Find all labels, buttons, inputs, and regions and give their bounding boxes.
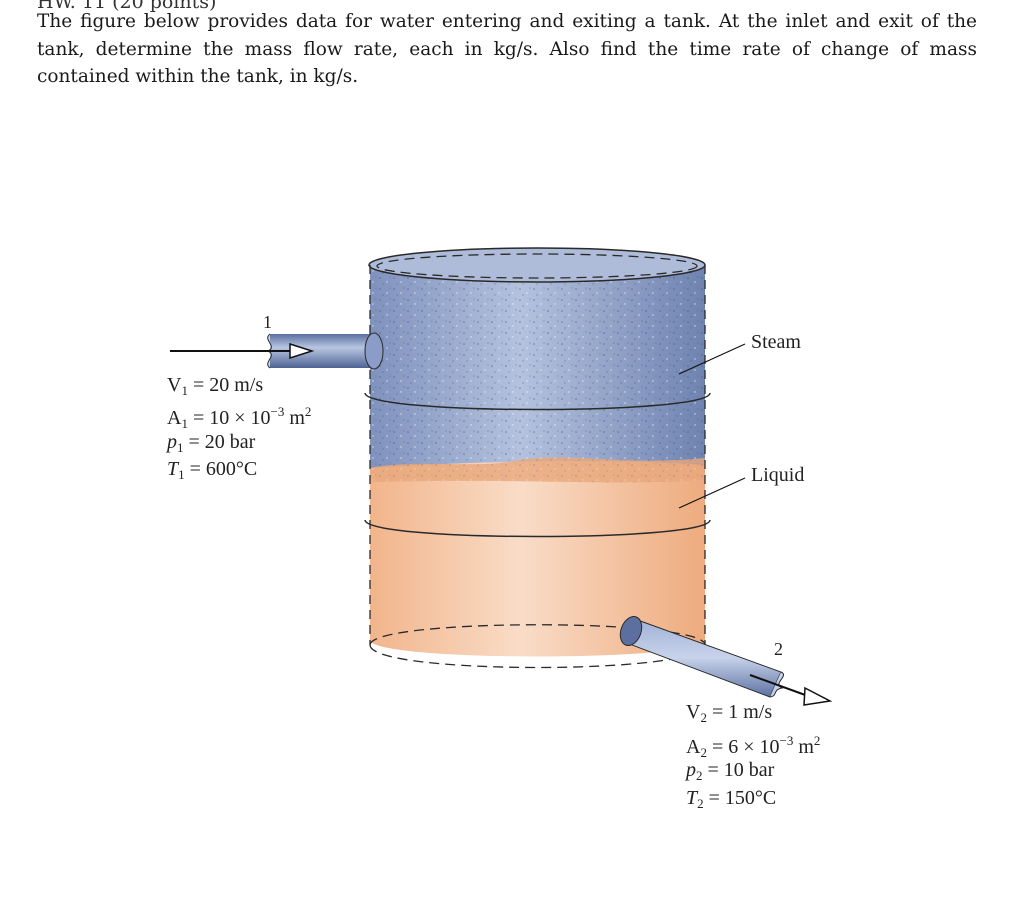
exit-velocity: V2 = 1 m/s [686, 701, 773, 725]
inlet-temperature: T1 = 600°C [167, 458, 258, 482]
exit-pipe [619, 615, 833, 706]
state-1-label: 1 [263, 312, 272, 332]
tank-body [364, 247, 711, 669]
inlet-arrow-icon [289, 342, 315, 360]
liquid-leader-line [678, 477, 746, 509]
inlet-pipe [170, 332, 384, 370]
exit-arrow-icon [803, 686, 833, 706]
state-2-label: 2 [774, 639, 783, 659]
exit-pressure: p2 = 10 bar [686, 759, 775, 783]
problem-statement: The figure below provides data for water… [37, 11, 977, 87]
cut-off-heading: HW. 11 (20 points) [37, 0, 217, 13]
exit-area: A2 = 6 × 10−3 m2 [686, 733, 821, 760]
inlet-area: A1 = 10 × 10−3 m2 [167, 404, 312, 431]
liquid-label: Liquid [751, 464, 805, 486]
exit-temperature: T2 = 150°C [686, 787, 777, 811]
steam-leader-line [678, 343, 746, 375]
inlet-pressure: p1 = 20 bar [167, 431, 256, 455]
inlet-velocity: V1 = 20 m/s [167, 374, 264, 398]
steam-label: Steam [751, 331, 801, 353]
exit-flow-line [749, 674, 809, 697]
